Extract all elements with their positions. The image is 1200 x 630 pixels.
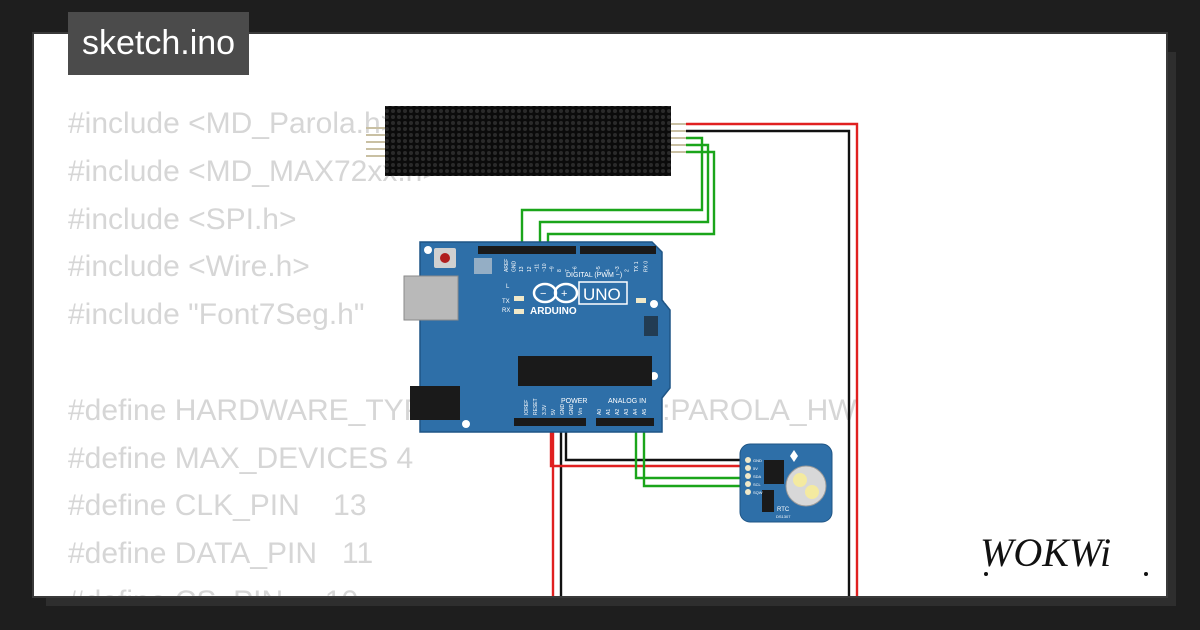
pin-label: AREF [504, 259, 510, 272]
board-brand-label: ARDUINO [530, 306, 577, 317]
file-tab[interactable]: sketch.ino [68, 12, 250, 75]
led-label-l: L [506, 284, 510, 290]
pin-label: 7 [565, 269, 571, 272]
power-label: POWER [561, 398, 587, 405]
pin-label: A0 [597, 409, 603, 415]
code-line: #include <SPI.h> [68, 202, 297, 236]
arduino-logo-icon [532, 282, 579, 304]
pin-label: GND [569, 404, 575, 416]
atmega-chip [518, 356, 652, 386]
pin-label: GND [560, 404, 566, 416]
rtc-module[interactable]: RTC DS1307 GND 5V SDA SCL SQW [739, 443, 833, 523]
pin-label: 2 [625, 269, 631, 272]
digital-header-left [478, 246, 576, 254]
panel-shadow-bottom [46, 596, 1176, 606]
panel-shadow-right [1166, 52, 1176, 604]
pin-label: Vin [578, 408, 584, 415]
analog-label: ANALOG IN [608, 398, 646, 405]
led-matrix[interactable] [366, 106, 686, 176]
usb-port [403, 275, 459, 321]
code-line: #define CS_PIN 10 [68, 578, 857, 596]
led-label-tx: TX [502, 299, 510, 305]
pin-label: 3.3V [542, 404, 548, 415]
rtc-chip [764, 460, 784, 484]
rtc-pin-label: GND [753, 458, 762, 463]
analog-header [596, 418, 654, 426]
wires [520, 122, 859, 596]
board-model-label: UNO [583, 285, 621, 304]
pin-label: ~3 [615, 266, 621, 272]
rtc-pin-labels: GND 5V SDA SCL SQW [753, 458, 763, 495]
power-jack [410, 386, 460, 420]
svg-text:+: + [561, 288, 567, 300]
code-line: #define DATA_PIN 11 [68, 537, 374, 571]
pin-label: A1 [606, 409, 612, 415]
pin-label: ~10 [542, 263, 548, 272]
rtc-title: RTC [777, 507, 790, 513]
pin-label: ~9 [550, 266, 556, 272]
pin-label: A4 [633, 409, 639, 415]
pin-label: 13 [519, 266, 525, 272]
pin-label: TX 1 [634, 261, 640, 272]
coin-cell [785, 465, 827, 507]
pin-label: RX 0 [644, 261, 650, 272]
pin-label: 4 [606, 269, 612, 272]
pin-label: ~11 [534, 264, 540, 272]
code-line: #include "Font7Seg.h" [68, 298, 365, 332]
pin-label: ~5 [596, 266, 602, 272]
pin-label: 5V [551, 408, 557, 415]
code-line: #include <MD_Parola.h> [68, 107, 399, 140]
pin-label: GND [512, 261, 518, 273]
svg-text:−: − [540, 288, 546, 300]
pin-label: ~6 [572, 266, 578, 272]
code-line: #define CLK_PIN 13 [68, 489, 367, 523]
pin-label: A2 [615, 409, 621, 415]
pin-label: A3 [624, 409, 630, 415]
star-icon [790, 450, 798, 462]
pin-label: RESET [533, 398, 539, 415]
rtc-crystal [762, 490, 774, 512]
code-line: #define MAX_DEVICES 4 [68, 441, 414, 475]
pin-label: 12 [527, 266, 533, 272]
rtc-pin-label: SCL [753, 482, 762, 487]
pin-label: IOREF [524, 400, 530, 415]
wokwi-logo-icon: WOKWi [980, 530, 1148, 576]
pin-label: A5 [642, 409, 648, 415]
digital-header-right [580, 246, 656, 254]
rtc-pin-label: SDA [753, 474, 762, 479]
rtc-chip-label: DS1307 [776, 514, 791, 519]
led-label-rx: RX [502, 308, 510, 314]
on-label: ON [664, 299, 673, 305]
code-line: #include <Wire.h> [68, 250, 310, 284]
power-header [514, 418, 586, 426]
rtc-pin-label: 5V [753, 466, 758, 471]
pin-label: 8 [557, 269, 563, 272]
arduino-uno[interactable]: − + UNO ARDUINO DIGITAL (PWM ~) POWER AN… [403, 241, 673, 433]
digital-label: DIGITAL (PWM ~) [566, 272, 622, 279]
rtc-pin-label: SQW [753, 490, 763, 495]
wokwi-logo-text: WOKWi [980, 530, 1111, 575]
